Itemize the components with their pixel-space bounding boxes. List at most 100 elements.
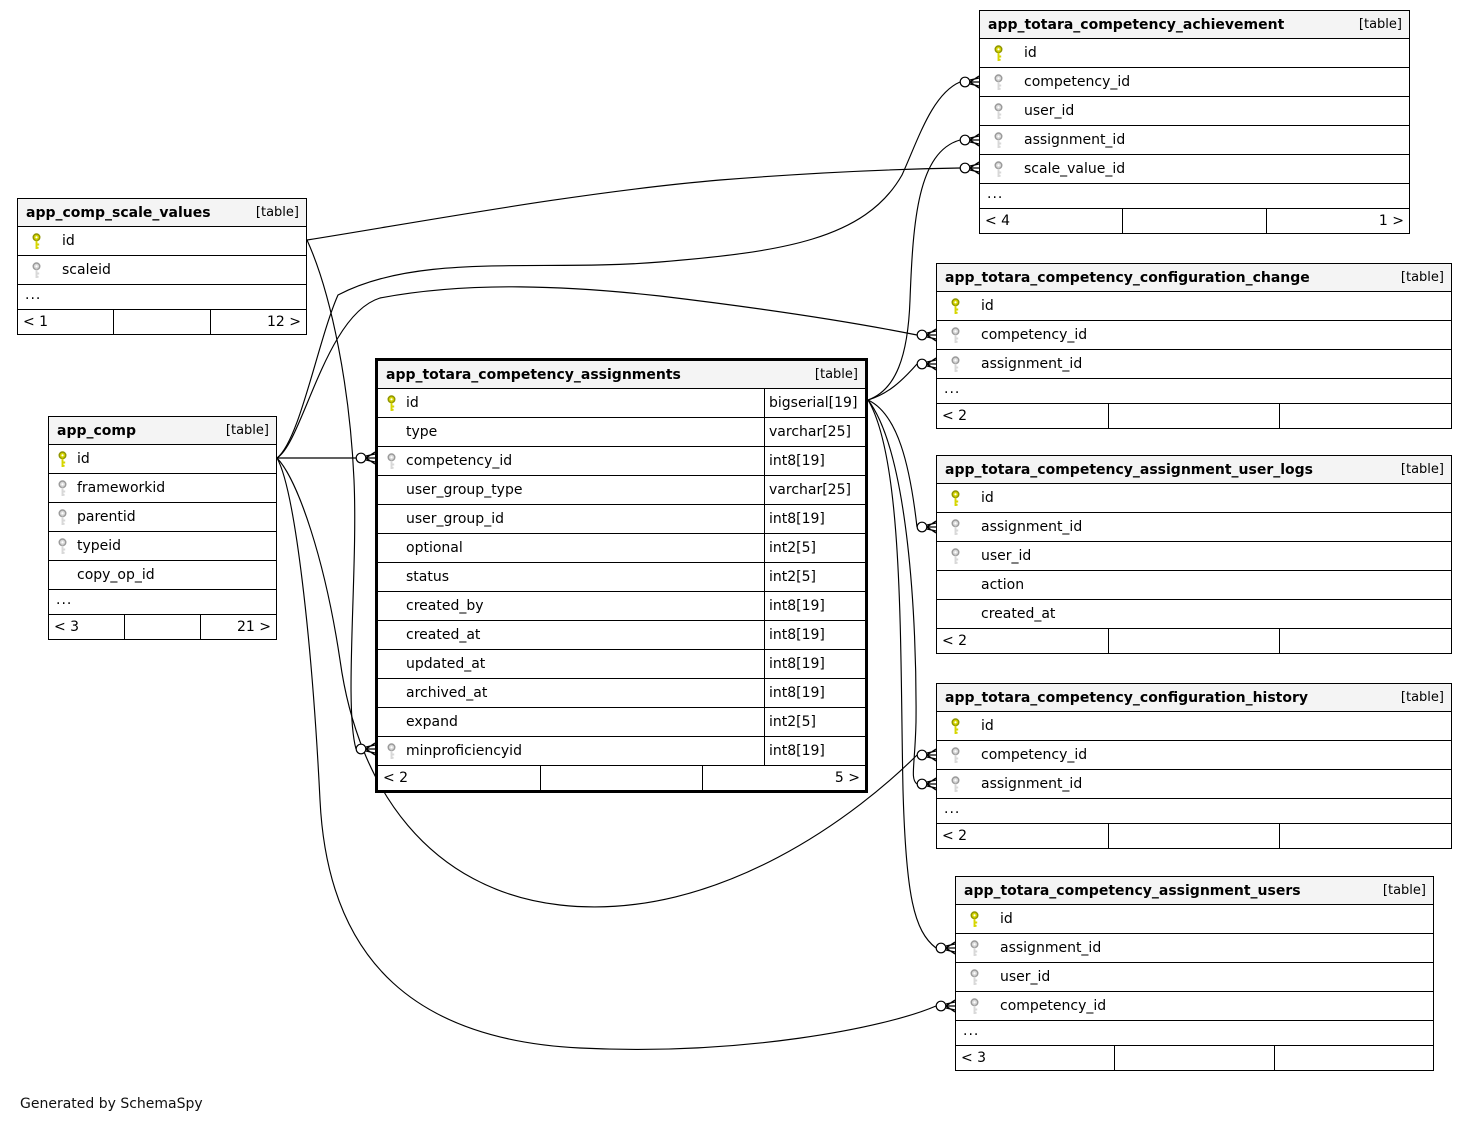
column-name: frameworkid — [77, 480, 166, 496]
table-app_totara_competency_assignment_users: app_totara_competency_assignment_users [t… — [955, 876, 1434, 1071]
foreign-key-icon — [386, 743, 397, 760]
column-name: typeid — [77, 538, 122, 554]
footer-right — [1279, 629, 1451, 653]
column-name: updated_at — [406, 656, 486, 672]
table-footer: < 2 — [937, 629, 1451, 653]
foreign-key-icon — [993, 161, 1004, 178]
column-name: id — [1024, 45, 1037, 61]
column-row-parentid: parentid — [49, 503, 276, 532]
table-header: app_totara_competency_assignment_user_lo… — [937, 456, 1451, 484]
column-row-user_id: user_id — [956, 963, 1433, 992]
foreign-key-icon — [950, 519, 961, 536]
column-name: id — [981, 490, 994, 506]
column-row-assignment_id: assignment_id — [937, 770, 1451, 799]
column-row-id: id — [937, 712, 1451, 741]
column-name: id — [1000, 911, 1013, 927]
column-row-competency_id: competency_id — [980, 68, 1409, 97]
table-title[interactable]: app_totara_competency_configuration_chan… — [945, 269, 1310, 286]
column-type: int8[19] — [764, 621, 865, 649]
more-columns-ellipsis: ... — [49, 590, 276, 615]
footer-middle — [1122, 209, 1265, 233]
table-tag: [table] — [1382, 883, 1426, 898]
footer-right: 5 > — [702, 766, 865, 790]
generator-note: Generated by SchemaSpy — [20, 1096, 203, 1112]
relationship-line-app_comp-to-app_totara_competency_configuration_change-competency_id — [276, 286, 918, 459]
crow-foot-connector — [916, 520, 937, 534]
column-name: competency_id — [1000, 998, 1107, 1014]
footer-right: 21 > — [200, 615, 276, 639]
crow-foot-connector — [916, 328, 937, 342]
column-name: minproficiencyid — [406, 743, 522, 759]
column-name: assignment_id — [1024, 132, 1126, 148]
column-type: int8[19] — [764, 679, 865, 707]
column-row-user_id: user_id — [980, 97, 1409, 126]
column-name: status — [406, 569, 450, 585]
footer-left: < 4 — [985, 213, 1011, 229]
column-type: bigserial[19] — [764, 389, 865, 417]
primary-key-icon — [950, 718, 961, 735]
column-row-frameworkid: frameworkid — [49, 474, 276, 503]
column-row-id: id — [980, 39, 1409, 68]
footer-right — [1279, 404, 1451, 428]
column-name: competency_id — [981, 327, 1088, 343]
table-tag: [table] — [255, 205, 299, 220]
column-name: type — [406, 424, 438, 440]
foreign-key-icon — [386, 453, 397, 470]
column-name: id — [77, 451, 90, 467]
relationship-line-app_totara_competency_assignments-to-app_totara_competency_configuration_change-assignment_id — [867, 363, 918, 401]
primary-key-icon — [969, 911, 980, 928]
column-name: competency_id — [981, 747, 1088, 763]
column-name: user_id — [1000, 969, 1051, 985]
column-row-created_at: created_at — [937, 600, 1451, 629]
column-type: int8[19] — [764, 650, 865, 678]
table-title[interactable]: app_totara_competency_configuration_hist… — [945, 689, 1309, 706]
footer-left: < 3 — [54, 619, 80, 635]
more-columns-ellipsis: ... — [980, 184, 1409, 209]
column-row-id: id — [937, 292, 1451, 321]
crow-foot-connector — [959, 133, 980, 147]
column-type: int8[19] — [764, 447, 865, 475]
column-row-id: id — [49, 445, 276, 474]
table-footer: < 3 — [956, 1046, 1433, 1070]
column-type: int2[5] — [764, 534, 865, 562]
footer-left: < 3 — [961, 1050, 987, 1066]
foreign-key-icon — [950, 548, 961, 565]
column-name: competency_id — [406, 453, 513, 469]
primary-key-icon — [993, 45, 1004, 62]
table-title[interactable]: app_totara_competency_assignment_user_lo… — [945, 461, 1314, 478]
table-tag: [table] — [1358, 17, 1402, 32]
column-row-assignment_id: assignment_id — [937, 350, 1451, 379]
primary-key-icon — [950, 298, 961, 315]
table-title[interactable]: app_totara_competency_assignment_users — [964, 882, 1301, 899]
column-name: created_at — [981, 606, 1056, 622]
crow-foot-connector — [916, 777, 937, 791]
table-footer: < 3 21 > — [49, 615, 276, 639]
column-name: action — [981, 577, 1025, 593]
column-type: int2[5] — [764, 708, 865, 736]
table-title[interactable]: app_totara_competency_assignments — [386, 366, 681, 383]
table-app_totara_competency_achievement: app_totara_competency_achievement [table]… — [979, 10, 1410, 234]
table-title[interactable]: app_comp_scale_values — [26, 204, 211, 221]
table-header: app_totara_competency_achievement [table] — [980, 11, 1409, 39]
column-name: competency_id — [1024, 74, 1131, 90]
footer-left: < 1 — [23, 314, 49, 330]
foreign-key-icon — [993, 74, 1004, 91]
table-app_totara_competency_configuration_history: app_totara_competency_configuration_hist… — [936, 683, 1452, 849]
table-title[interactable]: app_totara_competency_achievement — [988, 16, 1285, 33]
table-title[interactable]: app_comp — [57, 422, 137, 439]
column-row-action: action — [937, 571, 1451, 600]
column-name: parentid — [77, 509, 136, 525]
crow-foot-connector — [935, 941, 956, 955]
column-name: scaleid — [62, 262, 111, 278]
table-tag: [table] — [1400, 270, 1444, 285]
